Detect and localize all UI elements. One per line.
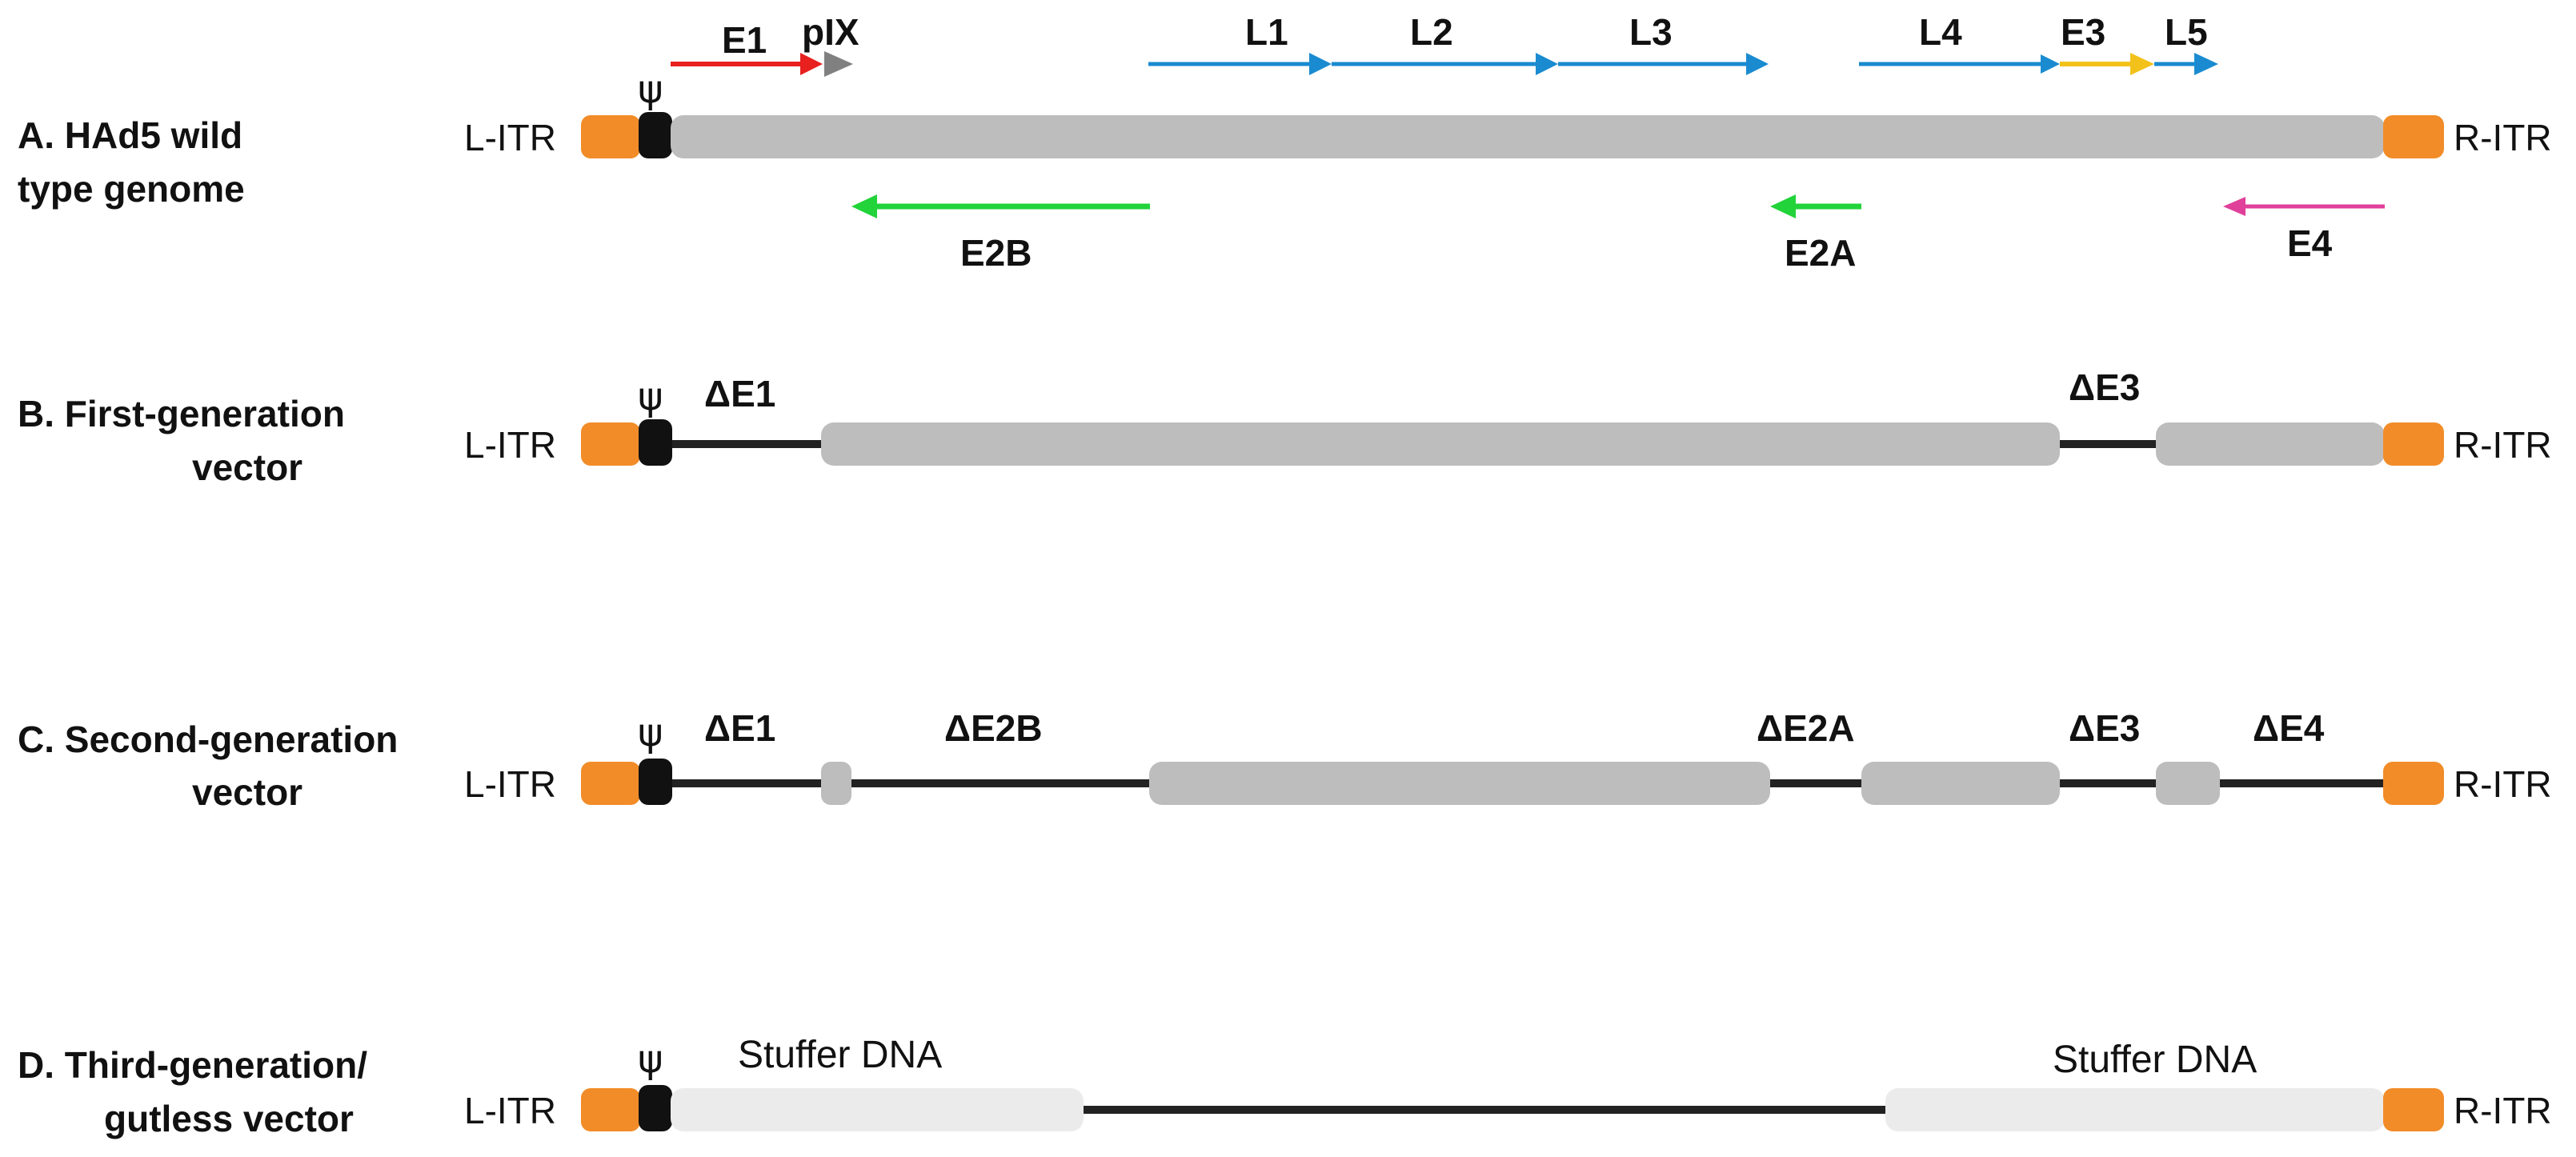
row-b-backbone-segment-2 [2156,422,2385,466]
row-b-first-generation-vector: B. First-generation vector L-ITR R-ITR ψ… [18,366,2552,488]
row-a-right-itr-label: R-ITR [2454,117,2552,158]
row-c-backbone-segment-l5 [2156,762,2220,805]
row-c-backbone-segment-late [1149,762,1770,805]
row-c-second-generation-vector: C. Second-generation vector L-ITR R-ITR … [18,707,2552,813]
row-b-psi-packaging-signal [639,419,672,466]
row-d-right-itr-label: R-ITR [2454,1090,2552,1131]
row-a-e3-arrow [2060,53,2154,75]
row-a-e4-arrow [2223,197,2385,216]
row-b-left-itr [581,422,640,466]
row-a-e3-label: E3 [2061,11,2105,53]
row-a-l5-label: L5 [2165,11,2208,53]
row-d-psi-label: ψ [638,1037,663,1082]
row-d-gutless-vector: D. Third-generation/ gutless vector L-IT… [18,1034,2552,1139]
row-c-label-line2: vector [192,771,302,813]
row-a-pix-label: pIX [802,11,859,53]
row-c-delta-e3-label: ΔE3 [2069,707,2140,749]
row-a-label-line2: type genome [18,168,245,210]
row-a-l5-arrow [2154,53,2218,75]
row-a-l1-label: L1 [1245,11,1288,53]
row-b-delta-e1-label: ΔE1 [704,373,775,414]
row-c-right-itr [2383,762,2444,805]
row-d-left-itr-label: L-ITR [464,1090,556,1131]
row-d-psi-packaging-signal [639,1085,672,1131]
row-c-backbone-segment-pix [821,762,851,805]
row-a-l3-arrow [1558,53,1769,75]
row-d-stuffer-left-label: Stuffer DNA [738,1034,942,1076]
row-b-label-line2: vector [192,446,302,488]
row-d-right-itr [2383,1088,2444,1131]
row-c-delta-e4-label: ΔE4 [2253,707,2325,749]
row-c-label-line1: C. Second-generation [18,719,398,760]
row-c-delta-e1-label: ΔE1 [704,707,775,749]
row-a-e2b-arrow [851,194,1150,218]
row-a-e2a-arrow [1770,194,1861,218]
row-a-e1-label: E1 [722,19,767,61]
row-a-left-itr [581,115,640,158]
row-a-l4-label: L4 [1919,11,1962,53]
row-a-l4-arrow [1859,54,2060,74]
row-c-delta-e2a-label: ΔE2A [1757,707,1855,749]
row-c-left-itr-label: L-ITR [464,763,556,805]
row-b-backbone-segment-1 [821,422,2060,466]
row-d-stuffer-right-label: Stuffer DNA [2053,1039,2257,1081]
row-d-label-line1: D. Third-generation/ [18,1044,367,1086]
row-c-psi-packaging-signal [639,759,672,805]
row-c-psi-label: ψ [638,711,663,755]
row-a-pix-arrow [824,51,853,77]
row-a-genome-backbone [671,115,2385,158]
row-b-label-line1: B. First-generation [18,393,345,434]
row-b-right-itr-label: R-ITR [2454,424,2552,466]
row-a-e2a-label: E2A [1785,232,1856,274]
row-a-l2-label: L2 [1410,11,1453,53]
row-a-e4-label: E4 [2287,222,2333,264]
row-b-delta-e3-label: ΔE3 [2069,366,2140,408]
row-b-right-itr [2383,422,2444,466]
row-a-psi-label: ψ [638,67,663,112]
row-c-right-itr-label: R-ITR [2454,763,2552,805]
row-c-delta-e2b-label: ΔE2B [944,707,1043,749]
row-a-e1-arrow [671,53,823,75]
row-a-label-line1: A. HAd5 wild [18,114,242,156]
row-a-l1-arrow [1148,53,1332,75]
row-a-left-itr-label: L-ITR [464,117,556,158]
row-a-wild-type-genome: A. HAd5 wild type genome L-ITR R-ITR ψ E… [18,11,2552,274]
row-a-l3-label: L3 [1629,11,1673,53]
row-c-left-itr [581,762,640,805]
row-c-backbone-segment-l4 [1861,762,2060,805]
row-b-left-itr-label: L-ITR [464,424,556,466]
row-d-stuffer-dna-left [671,1088,1084,1131]
row-a-l2-arrow [1332,53,1558,75]
row-d-left-itr [581,1088,640,1131]
row-b-psi-label: ψ [638,374,663,419]
row-a-right-itr [2383,115,2444,158]
row-d-label-line2: gutless vector [104,1098,354,1139]
row-d-stuffer-dna-right [1885,1088,2385,1131]
row-a-psi-packaging-signal [639,112,672,158]
row-a-e2b-label: E2B [960,232,1032,274]
